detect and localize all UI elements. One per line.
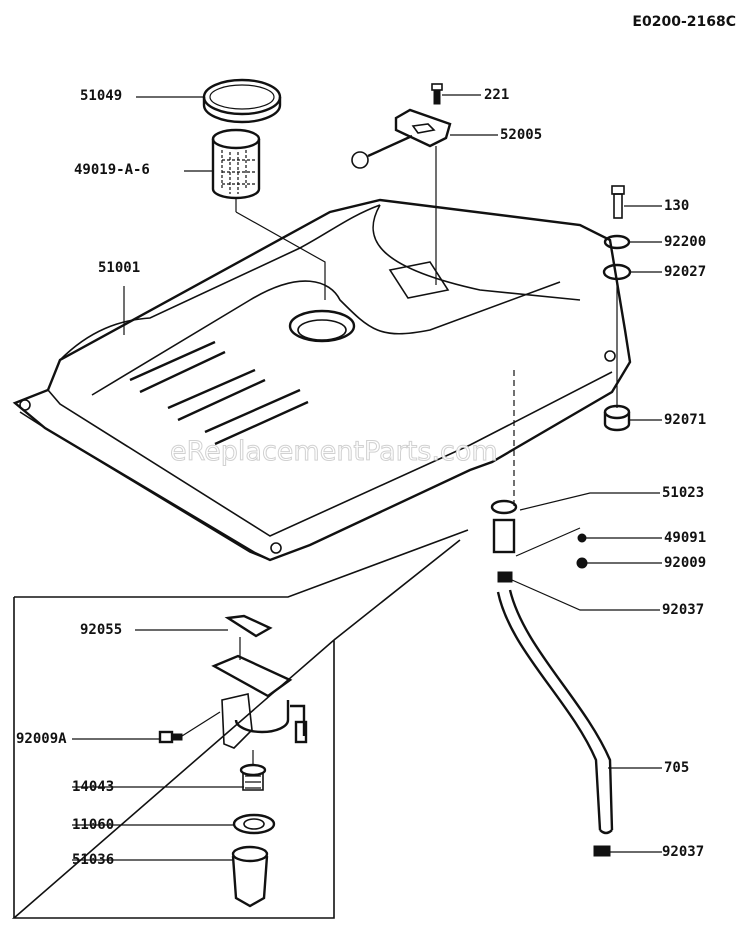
clamp-lower-shape: [593, 845, 611, 857]
part-label-51001[interactable]: 51001: [98, 260, 141, 276]
screw-221-shape: [431, 83, 443, 105]
part-label-49019-a-6[interactable]: 49019-A-6: [74, 162, 150, 178]
part-label-92037-lower[interactable]: 92037: [662, 844, 705, 860]
fuel-filter-shape: [211, 128, 261, 200]
part-label-14043[interactable]: 14043: [72, 779, 115, 795]
part-label-705[interactable]: 705: [664, 760, 690, 776]
part-label-92009[interactable]: 92009: [664, 555, 707, 571]
inset-packing-shape: [232, 813, 276, 835]
part-label-92055[interactable]: 92055: [80, 622, 123, 638]
washer-92200-shape: [603, 234, 631, 250]
part-label-49091[interactable]: 49091: [664, 530, 707, 546]
detail-inset-box: [11, 529, 469, 919]
hose-705-shape: [496, 589, 614, 835]
inset-screw-shape: [158, 711, 221, 744]
bolt-130-shape: [611, 185, 625, 219]
part-label-11060[interactable]: 11060: [72, 817, 115, 833]
fuel-gauge-shape: [351, 108, 452, 169]
inset-cock-shape: [211, 614, 308, 749]
fuel-cock-shape: [490, 499, 518, 583]
part-label-92200[interactable]: 92200: [664, 234, 707, 250]
part-label-92027[interactable]: 92027: [664, 264, 707, 280]
part-label-52005[interactable]: 52005: [500, 127, 543, 143]
part-label-51036[interactable]: 51036: [72, 852, 115, 868]
part-label-92037-upper[interactable]: 92037: [662, 602, 705, 618]
part-label-130[interactable]: 130: [664, 198, 690, 214]
inset-strainer-shape: [239, 763, 267, 791]
part-label-92071[interactable]: 92071: [664, 412, 707, 428]
fuel-tank-shape: [12, 198, 632, 562]
part-label-51049[interactable]: 51049: [80, 88, 123, 104]
part-label-51023[interactable]: 51023: [662, 485, 705, 501]
diagram-code: E0200-2168C: [632, 14, 736, 30]
damper-92071-shape: [603, 404, 631, 432]
part-label-221[interactable]: 221: [484, 87, 510, 103]
part-label-92009a[interactable]: 92009A: [16, 731, 67, 747]
fuel-cap-shape: [202, 78, 282, 124]
inset-cup-shape: [231, 845, 269, 908]
watermark: eReplacementParts.com: [170, 436, 499, 468]
